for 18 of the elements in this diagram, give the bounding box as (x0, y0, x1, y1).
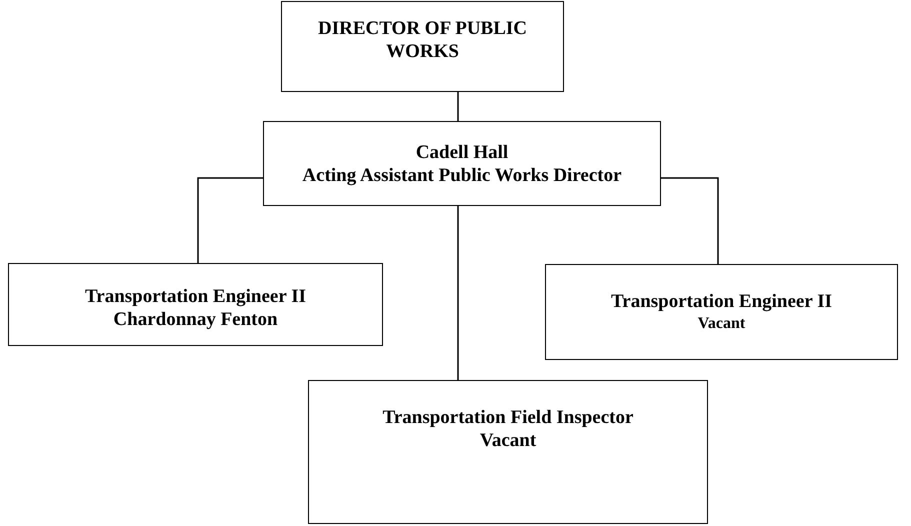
position-box (263, 121, 661, 206)
position-detail: Vacant (480, 430, 536, 453)
connector-line (457, 206, 459, 380)
position-title: Transportation Field Inspector (382, 407, 634, 430)
position-detail: Vacant (698, 314, 746, 333)
connector-line (197, 177, 263, 263)
connector-line (661, 177, 719, 264)
position-box (8, 263, 383, 346)
position-title: DIRECTOR OF PUBLIC WORKS (316, 18, 528, 64)
position-box (545, 264, 898, 360)
position-title: Transportation Engineer II (611, 291, 832, 314)
position-title: Transportation Engineer II (85, 286, 306, 309)
position-box (281, 1, 564, 92)
position-detail: Acting Assistant Public Works Director (302, 164, 622, 188)
connector-line (457, 92, 459, 121)
position-detail: Chardonnay Fenton (113, 308, 278, 332)
position-title: Cadell Hall (416, 142, 508, 165)
position-box (308, 380, 708, 524)
